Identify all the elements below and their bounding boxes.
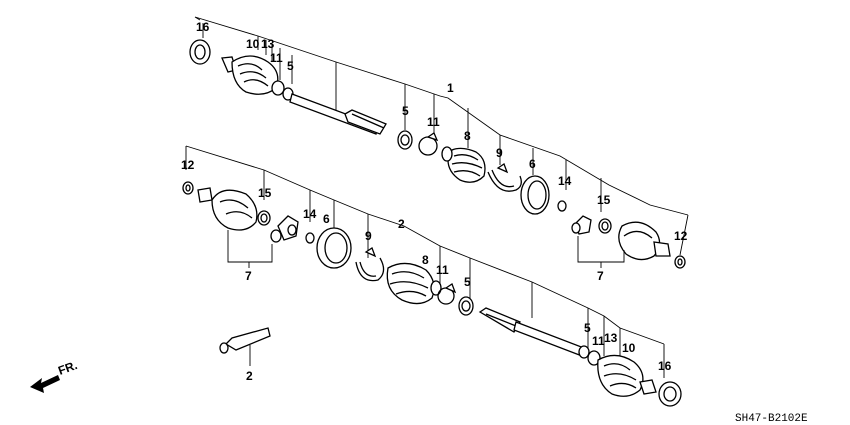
callout-7-left: 7 [245, 269, 252, 283]
callout-16-low: 16 [658, 359, 672, 373]
callout-10-low: 10 [622, 341, 636, 355]
inboard-joint-right [618, 221, 671, 261]
spider-7-right [571, 215, 592, 235]
callout-10-top: 10 [246, 37, 260, 51]
callout-9-top: 9 [496, 146, 503, 160]
stop-ring-15-right [598, 218, 612, 234]
outer-cv-joint-top [221, 55, 294, 101]
callout-5-low: 5 [584, 321, 591, 335]
callout-15-left: 15 [258, 186, 272, 200]
upper-driveshaft-assembly [189, 16, 689, 269]
callout-2-bottom: 2 [398, 217, 405, 231]
callout-12-right: 12 [674, 229, 688, 243]
callout-13-top: 13 [261, 37, 275, 51]
circlip-14-left [305, 232, 315, 244]
boot-band-9-left [355, 247, 385, 282]
boot-band-9-top [487, 163, 522, 192]
callout-7-right: 7 [597, 269, 604, 283]
circlip-14-right [557, 200, 567, 212]
callout-11-top: 11 [270, 51, 283, 65]
callout-14-right: 14 [558, 174, 572, 188]
callout-6-left: 6 [323, 212, 330, 226]
callout-2-key: 2 [246, 369, 253, 383]
outer-cv-joint-bottom [597, 354, 657, 397]
callout-labels: 1 2 2 16 10 13 11 5 5 11 8 9 6 14 15 12 … [181, 20, 688, 383]
callout-9-left: 9 [365, 229, 372, 243]
callout-15-right: 15 [597, 193, 611, 207]
callout-13-low: 13 [604, 331, 618, 345]
callout-1-top: 1 [447, 81, 454, 95]
boot-band-6-top [520, 175, 550, 215]
callout-8-bottom: 8 [422, 253, 429, 267]
boot-8-bottom [386, 262, 442, 305]
stop-ring-15-left [257, 210, 271, 226]
callout-14-left: 14 [303, 207, 317, 221]
callout-5-mid: 5 [402, 104, 409, 118]
front-arrow-label: FR. [56, 358, 79, 378]
circlip-12-right [674, 255, 686, 269]
half-shaft-bottom [478, 307, 601, 366]
spider-7-left [270, 215, 299, 243]
seal-ring-16-top [189, 39, 211, 65]
callout-11-low: 11 [592, 334, 605, 348]
stop-ring-5-bottom [458, 296, 474, 316]
boot-band-11-top [418, 132, 439, 156]
callout-12-left: 12 [181, 158, 195, 172]
diagram-code: SH47-B2102E [735, 413, 808, 425]
circlip-12-left [182, 181, 194, 195]
front-direction-arrow [30, 375, 60, 393]
seal-ring-16-bottom [658, 381, 682, 407]
lower-driveshaft-assembly [182, 145, 682, 407]
callout-5-bottom: 5 [464, 275, 471, 289]
stop-ring-5-top [397, 130, 413, 150]
callout-11-bottom: 11 [436, 263, 449, 277]
callout-8-top: 8 [464, 129, 471, 143]
inboard-joint-left [197, 187, 258, 231]
callout-6-top: 6 [529, 157, 536, 171]
callout-16-top: 16 [196, 20, 210, 34]
boot-band-11-bottom [437, 283, 457, 305]
half-shaft-top [289, 93, 387, 135]
callout-11-mid: 11 [427, 115, 440, 129]
boot-8-top [441, 146, 486, 183]
pin-2-loose [219, 327, 271, 366]
boot-band-6-left [316, 227, 352, 269]
callout-5-top: 5 [287, 59, 294, 73]
